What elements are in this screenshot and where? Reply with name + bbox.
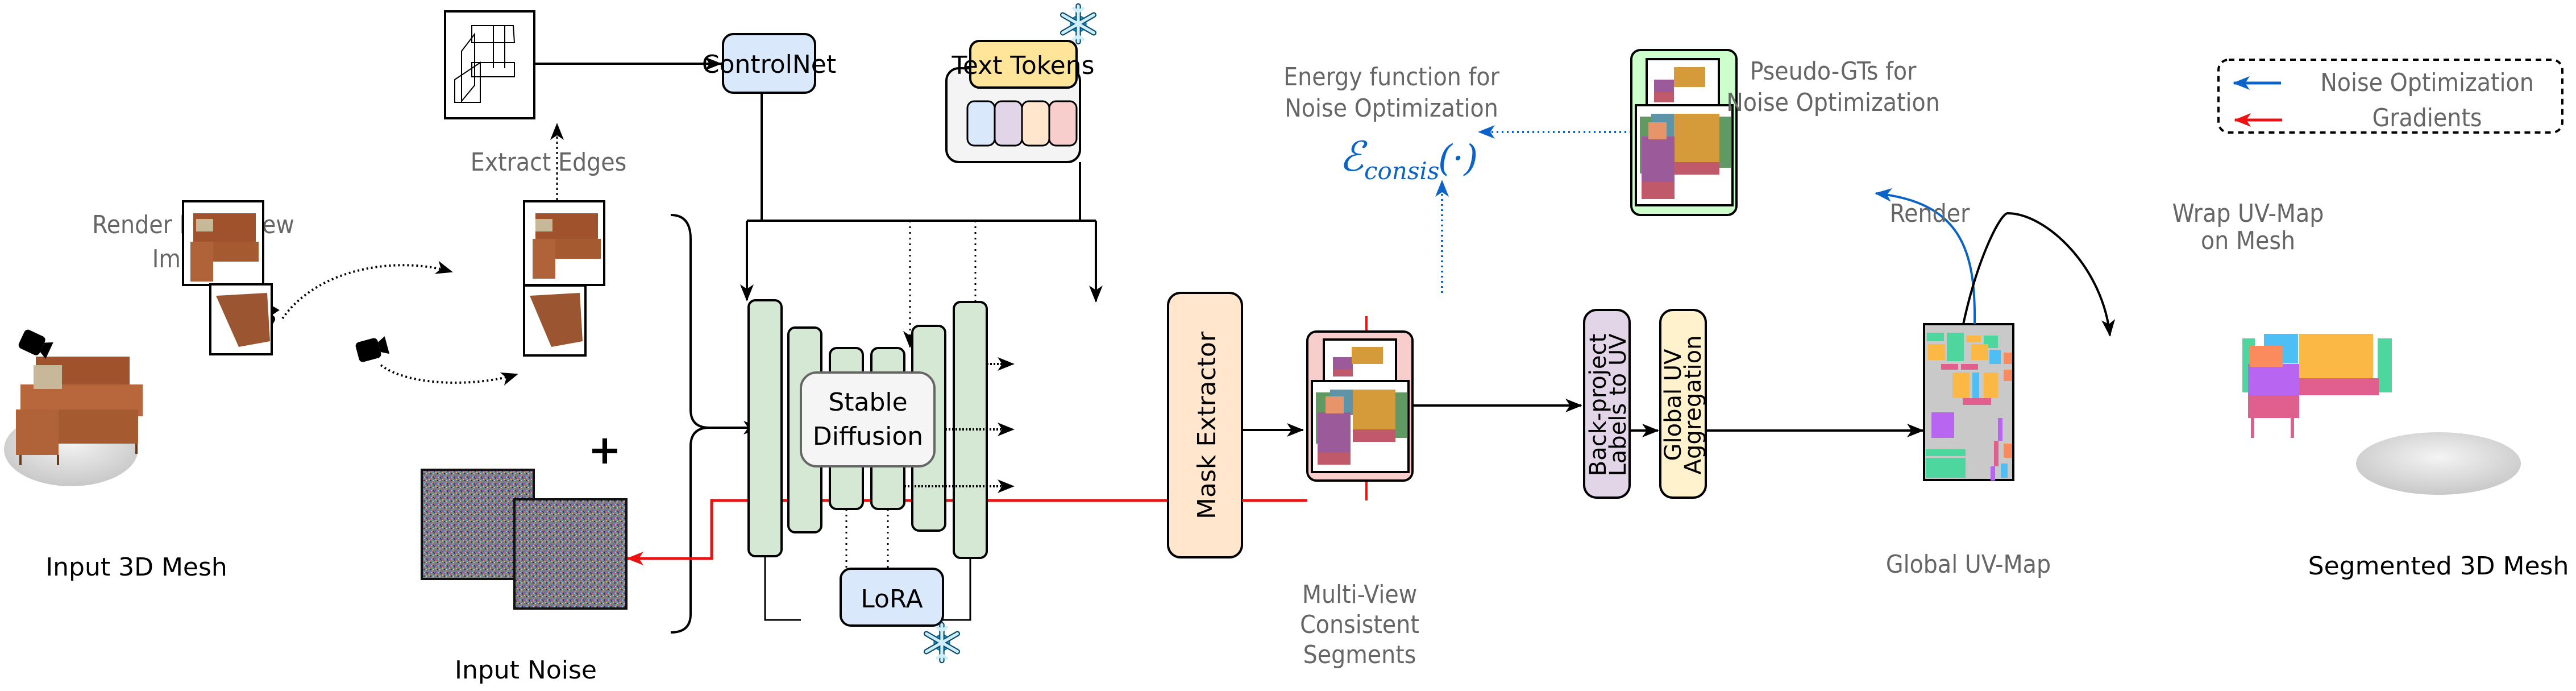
segments-panel (1306, 330, 1414, 482)
energy-args: (·) (1438, 138, 1478, 180)
global-uv-aggregation-block: Global UV Aggregation (1659, 309, 1707, 499)
controlnet-block: ControlNet (702, 33, 836, 94)
token-cell (1048, 100, 1078, 147)
legend-gradients-label: Gradients (2373, 104, 2482, 133)
stable-diffusion-label-1: Stable (828, 388, 907, 417)
render-label: Render (1890, 199, 1970, 228)
energy-label-2: Noise Optimization (1285, 94, 1498, 123)
segments-label-1: Multi-View (1302, 580, 1417, 609)
pseudo-gt-sofa-small (1654, 67, 1705, 102)
token-cell (994, 100, 1023, 147)
segmented-mesh (2242, 334, 2521, 495)
mask-extractor-label: Mask Extractor (1193, 331, 1221, 519)
backproject-label-2: Labels to UV (1605, 333, 1631, 477)
controlnet-label: ControlNet (702, 50, 836, 79)
snowflake-icon (926, 625, 958, 661)
segments-label-3: Segments (1303, 640, 1416, 669)
global-uv-label-2: Aggregation (1680, 336, 1706, 475)
backproject-block: Back-project Labels to UV (1583, 309, 1631, 499)
legend: Noise Optimization Gradients (2217, 59, 2563, 134)
input-sofa-render (16, 357, 143, 465)
text-tokens-label: Text Tokens (951, 51, 1094, 80)
segmented-mesh-label: Segmented 3D Mesh (2308, 552, 2569, 581)
render-sofa-back (530, 293, 583, 347)
energy-subscript: consis (1364, 157, 1439, 185)
wrap-label-2: on Mesh (2201, 226, 2295, 255)
lora-dotted (845, 509, 889, 572)
legend-noise-optimization-label: Noise Optimization (2320, 68, 2534, 97)
global-uv-label-1: Global UV (1660, 349, 1686, 461)
conditioning-bus (740, 93, 1103, 303)
token-cells (966, 100, 1078, 147)
pseudo-gt-label-2: Noise Optimization (1726, 88, 1940, 117)
stable-diffusion-label-2: Diffusion (813, 422, 923, 451)
input-brace (670, 214, 710, 634)
backproject-label-1: Back-project (1585, 334, 1611, 476)
token-cell (966, 100, 996, 147)
lora-connections (764, 556, 971, 621)
input-mesh-label: Input 3D Mesh (45, 553, 227, 582)
plus-sign: + (588, 427, 622, 473)
global-uv-map (1923, 323, 2014, 481)
feature-taps (904, 357, 1015, 493)
render-sofa-front (533, 213, 601, 279)
rendered-view-2 (209, 283, 273, 355)
rendered-view-1 (182, 200, 264, 286)
energy-symbol: ℰ (1339, 133, 1368, 180)
wrap-uv-arrow (1962, 212, 2116, 337)
token-cell (1021, 100, 1050, 147)
pseudo-gt-panel (1630, 49, 1738, 216)
render-arrow (1875, 188, 1976, 325)
segment-sofa-large (1316, 390, 1407, 465)
lora-label: LoRA (861, 585, 923, 614)
stable-diffusion-block: Stable Diffusion (800, 371, 936, 467)
conditioning-dotted (903, 221, 982, 348)
snowflake-icon (1063, 6, 1094, 42)
unet-encoder-block-1 (747, 299, 783, 557)
mask-extractor-block: Mask Extractor (1167, 292, 1243, 558)
edge-map (444, 10, 535, 119)
energy-function: ℰ consis (·) (1339, 133, 1478, 185)
camera-icon (17, 300, 390, 363)
render-arrow-bottom (380, 364, 518, 386)
render-arrow-top (281, 260, 453, 320)
input-noise-label: Input Noise (455, 656, 597, 685)
pseudo-gt-label-1: Pseudo-GTs for (1750, 57, 1917, 86)
noise-images (421, 469, 628, 610)
wrap-label-1: Wrap UV-Map (2172, 199, 2324, 228)
energy-label-1: Energy function for (1283, 63, 1499, 92)
segments-label-2: Consistent (1300, 610, 1419, 639)
global-uv-map-label: Global UV-Map (1886, 550, 2051, 579)
segment-sofa-small (1333, 347, 1383, 376)
input-mesh (4, 357, 143, 486)
text-tokens-block: Text Tokens (945, 40, 1095, 163)
lora-block: LoRA (840, 568, 944, 627)
extract-edges-label: Extract Edges (471, 148, 627, 177)
uv-map-patches (1926, 333, 2012, 481)
noise-image-2 (513, 498, 628, 610)
pseudo-gt-sofa-large (1640, 114, 1731, 199)
segmented-sofa-render (2242, 334, 2392, 438)
